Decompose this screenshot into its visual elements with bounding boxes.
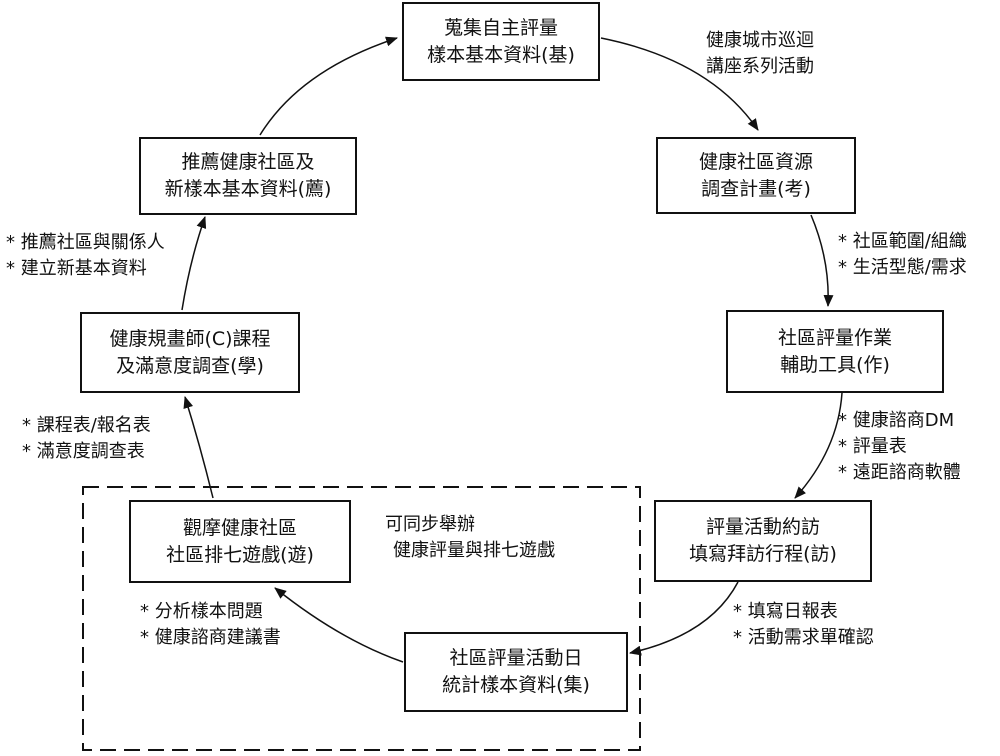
annotation-line: * 課程表/報名表 [22,415,151,436]
arrow-tools-to-visit [794,392,843,499]
node-tools-line2: 輔助工具(作) [780,353,890,376]
annotation-line: * 社區範圍/組織 [838,231,967,252]
annotation-line: * 健康諮商DM [838,410,955,431]
annotation-line: * 推薦社區與關係人 [6,232,165,253]
annotation-line: 健康評量與排七遊戲 [393,540,555,561]
node-investigate-line2: 調查計畫(考) [701,177,811,200]
node-recommend: 推薦健康社區及 新樣本基本資料(薦) [139,137,357,215]
node-stats-line2: 統計樣本資料(集) [442,674,590,696]
annotation-line: * 建立新基本資料 [6,258,147,279]
annotation-observe-items: * 分析樣本問題 * 健康諮商建議書 [140,599,281,651]
node-stats: 社區評量活動日 統計樣本資料(集) [404,632,628,712]
annotation-line: * 健康諮商建議書 [140,627,281,648]
annotation-line: * 活動需求單確認 [733,627,874,648]
arrow-recommend-to-collect [259,36,398,136]
arrow-investigate-to-tools [810,214,834,307]
annotation-line: * 分析樣本問題 [140,601,263,622]
node-recommend-line2: 新樣本基本資料(薦) [164,178,332,200]
node-course-line2: 及滿意度調查(學) [116,354,264,377]
node-observe-line2: 社區排七遊戲(遊) [166,543,314,566]
node-tools-line1: 社區評量作業 [777,326,892,349]
arrow-collect-to-investigate [600,37,759,131]
annotation-course-items: * 課程表/報名表 * 滿意度調查表 [22,413,151,465]
arrow-stats-to-observe [274,587,404,663]
annotation-lecture: 健康城市巡迴 講座系列活動 [706,28,814,80]
annotation-line: * 生活型態/需求 [838,257,967,278]
annotation-line: * 滿意度調查表 [22,441,145,462]
node-observe: 觀摩健康社區 社區排七遊戲(遊) [129,500,351,583]
annotation-recommend-items: * 推薦社區與關係人 * 建立新基本資料 [6,230,165,282]
arrow-visit-to-stats [629,581,739,656]
node-course-line1: 健康規畫師(C)課程 [109,327,271,350]
sync-dashed-region [82,486,641,751]
arrow-course-to-recommend [181,216,207,311]
annotation-tools-items: * 健康諮商DM * 評量表 * 遠距諮商軟體 [838,408,961,486]
node-investigate: 健康社區資源 調查計畫(考) [656,137,856,214]
annotation-sync: 可同步舉辦 健康評量與排七遊戲 [385,512,555,564]
node-collect-line1: 蒐集自主評量 [443,16,558,39]
annotation-line: * 填寫日報表 [733,601,838,622]
node-visit: 評量活動約訪 填寫拜訪行程(訪) [654,500,872,582]
node-observe-line1: 觀摩健康社區 [182,516,297,539]
node-tools: 社區評量作業 輔助工具(作) [726,310,944,393]
annotation-line: * 遠距諮商軟體 [838,462,961,483]
arrow-observe-to-course [183,396,214,499]
annotation-line: * 評量表 [838,436,907,457]
node-investigate-line1: 健康社區資源 [698,150,813,173]
annotation-line: 講座系列活動 [706,56,814,77]
annotation-line: 可同步舉辦 [385,514,475,535]
node-stats-line1: 社區評量活動日 [449,647,583,669]
annotation-community: * 社區範圍/組織 * 生活型態/需求 [838,229,967,281]
node-recommend-line1: 推薦健康社區及 [181,151,315,173]
node-visit-line1: 評量活動約訪 [705,516,820,538]
annotation-line: 健康城市巡迴 [706,30,814,51]
annotation-visit-items: * 填寫日報表 * 活動需求單確認 [733,599,874,651]
node-visit-line2: 填寫拜訪行程(訪) [689,543,837,565]
node-collect-line2: 樣本基本資料(基) [427,43,575,66]
node-collect: 蒐集自主評量 樣本基本資料(基) [402,2,600,81]
node-course: 健康規畫師(C)課程 及滿意度調查(學) [80,312,300,393]
